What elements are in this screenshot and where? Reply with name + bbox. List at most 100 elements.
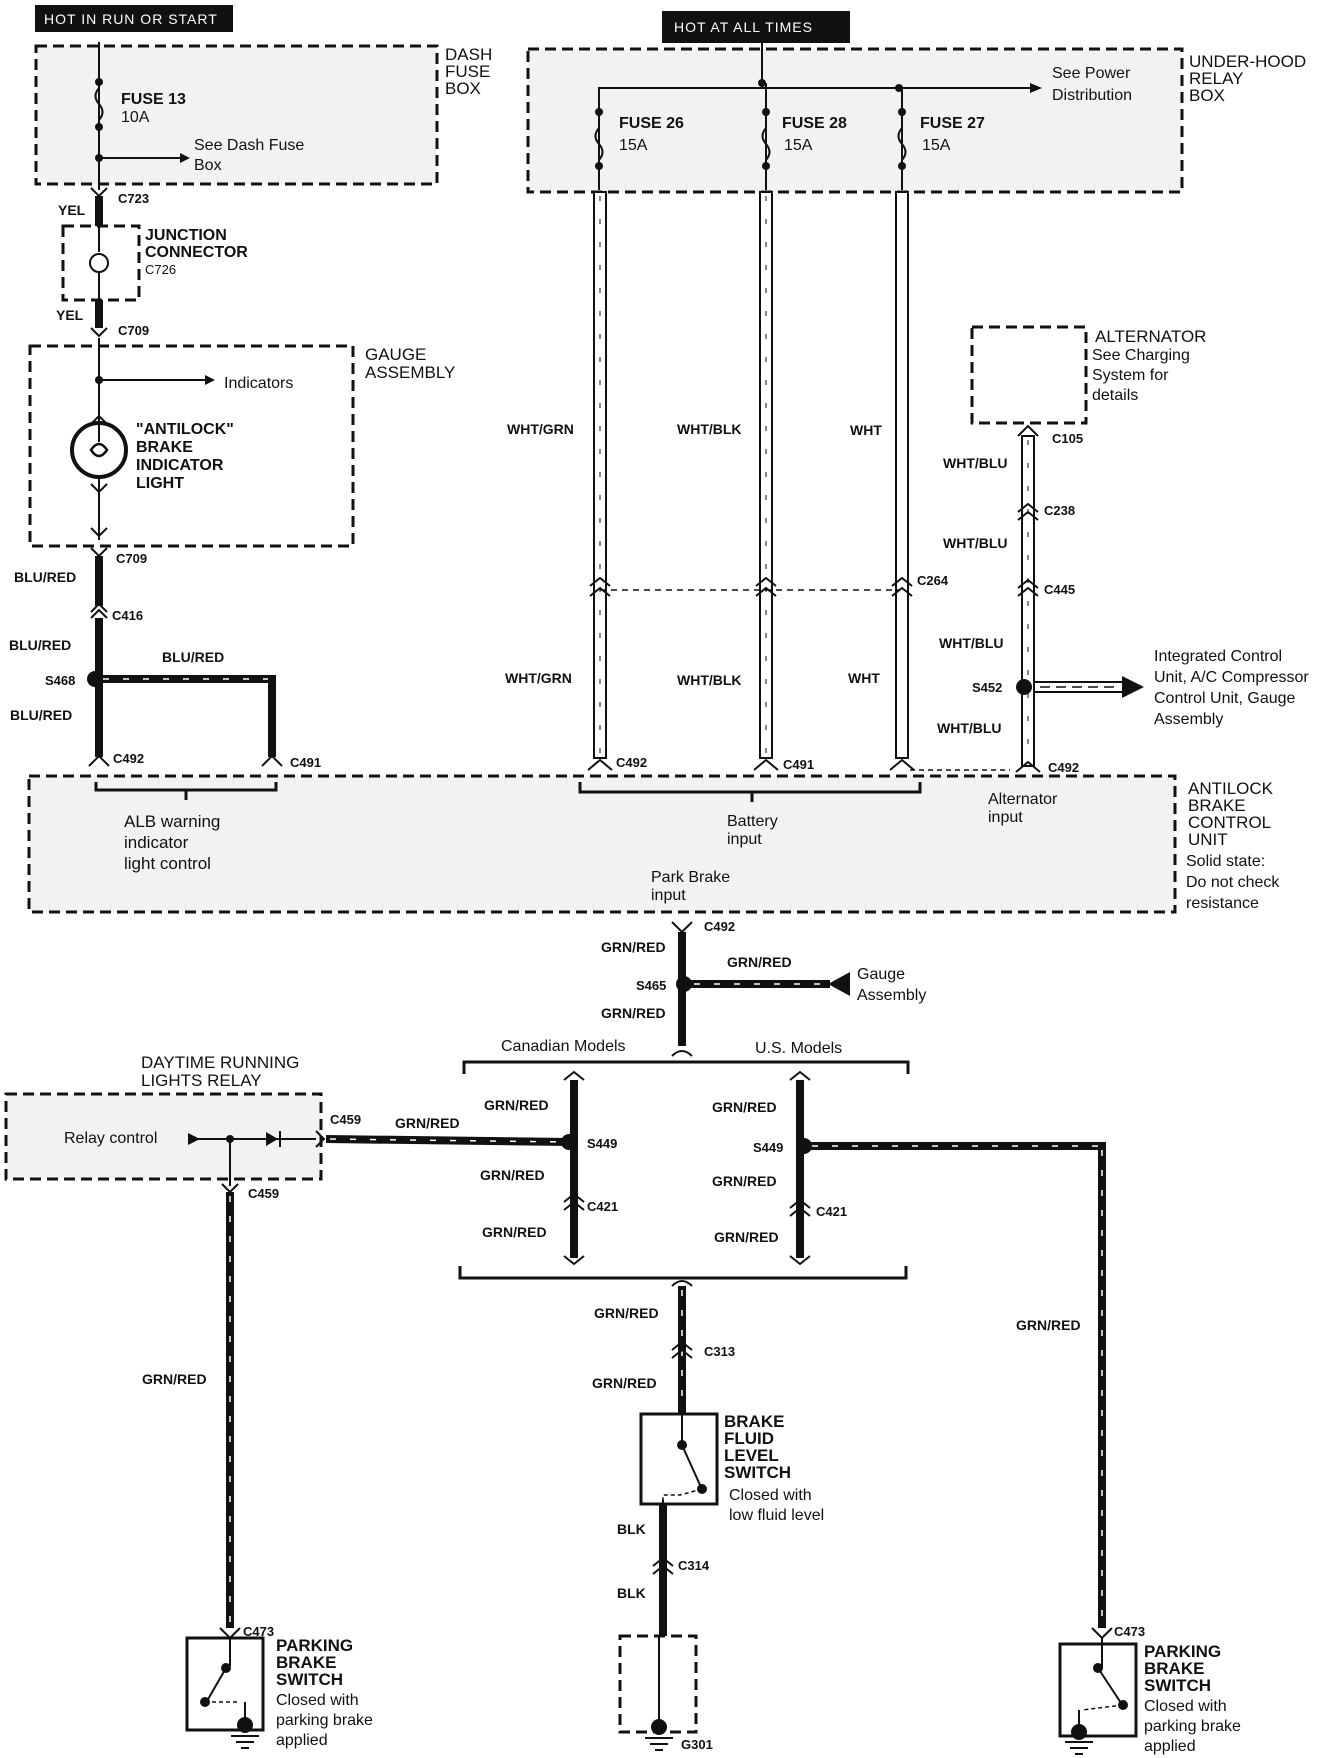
svg-text:PARKING: PARKING bbox=[276, 1636, 353, 1655]
parking-brake-switch-left-contacts bbox=[200, 1638, 259, 1749]
svg-text:Assembly: Assembly bbox=[1154, 711, 1223, 728]
svg-text:Unit, A/C Compressor: Unit, A/C Compressor bbox=[1154, 669, 1309, 686]
svg-text:input: input bbox=[651, 887, 686, 904]
svg-text:indicator: indicator bbox=[124, 833, 189, 852]
svg-text:WHT/BLU: WHT/BLU bbox=[943, 535, 1008, 551]
svg-text:C459: C459 bbox=[330, 1112, 361, 1127]
svg-text:C709: C709 bbox=[118, 323, 149, 338]
svg-text:SWITCH: SWITCH bbox=[276, 1670, 343, 1689]
svg-text:C313: C313 bbox=[704, 1344, 735, 1359]
svg-text:BRAKE: BRAKE bbox=[276, 1653, 336, 1672]
svg-text:Park Brake: Park Brake bbox=[651, 869, 730, 886]
models-bottom-bracket bbox=[458, 1266, 908, 1280]
svg-text:SWITCH: SWITCH bbox=[724, 1463, 791, 1482]
svg-text:GAUGE: GAUGE bbox=[365, 345, 426, 364]
svg-text:C723: C723 bbox=[118, 191, 149, 206]
svg-text:GRN/RED: GRN/RED bbox=[1016, 1317, 1081, 1333]
diode-icon bbox=[266, 1132, 278, 1146]
brake-fluid-switch-contacts bbox=[662, 1414, 707, 1504]
svg-text:C491: C491 bbox=[783, 757, 814, 772]
svg-text:RELAY: RELAY bbox=[1189, 69, 1244, 88]
svg-text:GRN/RED: GRN/RED bbox=[601, 939, 666, 955]
svg-text:S449: S449 bbox=[753, 1140, 783, 1155]
see-power-distribution-ref: See Power bbox=[1052, 65, 1131, 82]
svg-text:BLK: BLK bbox=[617, 1521, 646, 1537]
svg-text:Closed with: Closed with bbox=[1144, 1698, 1227, 1715]
svg-text:applied: applied bbox=[1144, 1738, 1196, 1755]
svg-text:BRAKE: BRAKE bbox=[724, 1412, 784, 1431]
svg-text:UNDER-HOOD: UNDER-HOOD bbox=[1189, 52, 1306, 71]
svg-text:C416: C416 bbox=[112, 608, 143, 623]
svg-text:YEL: YEL bbox=[58, 202, 86, 218]
svg-text:15A: 15A bbox=[922, 137, 951, 154]
svg-text:BLU/RED: BLU/RED bbox=[14, 569, 76, 585]
svg-text:WHT/GRN: WHT/GRN bbox=[507, 421, 574, 437]
gauge-assembly-ref: Gauge bbox=[857, 966, 905, 983]
splice-s452 bbox=[1016, 679, 1032, 695]
svg-text:LEVEL: LEVEL bbox=[724, 1446, 779, 1465]
wire-wht-blk bbox=[759, 191, 773, 759]
svg-text:DAYTIME RUNNING: DAYTIME RUNNING bbox=[141, 1053, 299, 1072]
us-models-label: U.S. Models bbox=[755, 1040, 842, 1057]
svg-text:C492: C492 bbox=[704, 919, 735, 934]
svg-text:S465: S465 bbox=[636, 978, 666, 993]
svg-text:C709: C709 bbox=[116, 551, 147, 566]
svg-text:BOX: BOX bbox=[445, 79, 481, 98]
svg-text:WHT/GRN: WHT/GRN bbox=[505, 670, 572, 686]
svg-text:C473: C473 bbox=[1114, 1624, 1145, 1639]
svg-text:FUSE 28: FUSE 28 bbox=[782, 115, 847, 132]
svg-text:PARKING: PARKING bbox=[1144, 1642, 1221, 1661]
indicators-ref: Indicators bbox=[224, 375, 293, 392]
svg-text:ALB warning: ALB warning bbox=[124, 812, 220, 831]
svg-text:GRN/RED: GRN/RED bbox=[712, 1173, 777, 1189]
svg-text:Do not check: Do not check bbox=[1186, 874, 1280, 891]
junction-connector-terminal bbox=[89, 253, 109, 273]
svg-text:S468: S468 bbox=[45, 673, 75, 688]
svg-text:ASSEMBLY: ASSEMBLY bbox=[365, 363, 455, 382]
daytime-running-lights-relay bbox=[4, 1092, 323, 1181]
svg-text:GRN/RED: GRN/RED bbox=[594, 1305, 659, 1321]
svg-text:GRN/RED: GRN/RED bbox=[727, 954, 792, 970]
svg-text:GRN/RED: GRN/RED bbox=[484, 1097, 549, 1113]
svg-text:GRN/RED: GRN/RED bbox=[601, 1005, 666, 1021]
svg-text:parking brake: parking brake bbox=[276, 1712, 373, 1729]
svg-text:C105: C105 bbox=[1052, 431, 1083, 446]
battery-input-bracket bbox=[578, 782, 922, 794]
hot-at-all-times-tag: HOT AT ALL TIMES bbox=[662, 11, 850, 43]
see-dash-fuse-box-ref: See Dash Fuse bbox=[194, 137, 304, 154]
svg-text:GRN/RED: GRN/RED bbox=[480, 1167, 545, 1183]
svg-text:ANTILOCK: ANTILOCK bbox=[1188, 779, 1274, 798]
svg-text:C492: C492 bbox=[1048, 760, 1079, 775]
svg-text:GRN/RED: GRN/RED bbox=[592, 1375, 657, 1391]
dash-fuse-box bbox=[34, 44, 439, 186]
svg-text:C421: C421 bbox=[587, 1199, 618, 1214]
svg-text:FUSE: FUSE bbox=[445, 62, 490, 81]
svg-text:applied: applied bbox=[276, 1732, 328, 1749]
fuse-13-symbol bbox=[94, 87, 104, 121]
splice-s465 bbox=[676, 976, 692, 992]
integrated-control-ref: Integrated Control bbox=[1154, 648, 1282, 665]
svg-text:GRN/RED: GRN/RED bbox=[482, 1224, 547, 1240]
parking-brake-switch-left bbox=[185, 1636, 265, 1732]
svg-text:BLK: BLK bbox=[617, 1585, 646, 1601]
svg-text:C726: C726 bbox=[145, 262, 176, 277]
svg-text:Closed with: Closed with bbox=[729, 1487, 812, 1504]
svg-text:LIGHT: LIGHT bbox=[136, 475, 184, 492]
relay-control-label: Relay control bbox=[64, 1130, 157, 1147]
parking-brake-switch-right-contacts bbox=[1065, 1638, 1128, 1755]
svg-text:resistance: resistance bbox=[1186, 895, 1259, 912]
svg-text:input: input bbox=[988, 809, 1023, 826]
fuse-13-rating: 10A bbox=[121, 109, 150, 126]
svg-text:WHT: WHT bbox=[848, 670, 880, 686]
svg-text:C238: C238 bbox=[1044, 503, 1075, 518]
svg-text:SWITCH: SWITCH bbox=[1144, 1676, 1211, 1695]
svg-text:Control Unit, Gauge: Control Unit, Gauge bbox=[1154, 690, 1296, 707]
svg-text:GRN/RED: GRN/RED bbox=[712, 1099, 777, 1115]
svg-text:FUSE 27: FUSE 27 bbox=[920, 115, 985, 132]
svg-text:C314: C314 bbox=[678, 1558, 710, 1573]
svg-text:WHT: WHT bbox=[850, 422, 882, 438]
svg-text:parking brake: parking brake bbox=[1144, 1718, 1241, 1735]
svg-text:C421: C421 bbox=[816, 1204, 847, 1219]
antilock-brake-control-unit bbox=[27, 774, 1177, 914]
svg-text:C492: C492 bbox=[113, 751, 144, 766]
